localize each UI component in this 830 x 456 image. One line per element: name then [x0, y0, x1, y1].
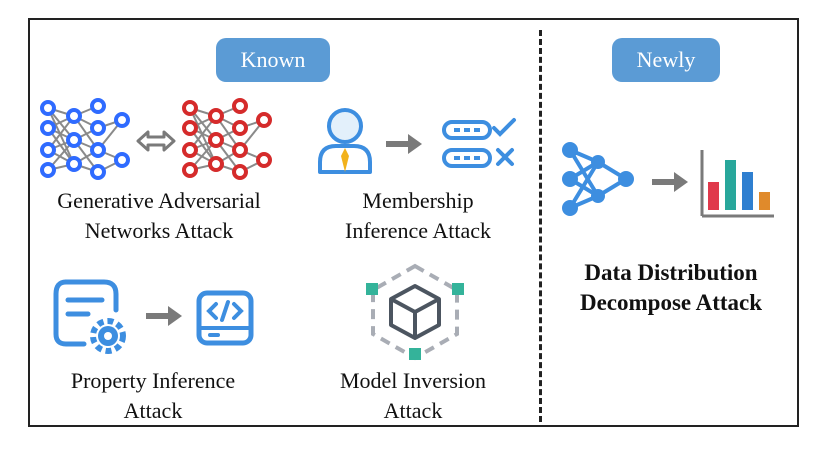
right-arrow-icon — [146, 306, 182, 326]
model-inversion-label: Model Inversion Attack — [339, 368, 487, 423]
property-attack-label: Property Inference Attack — [70, 368, 236, 423]
right-arrow-icon — [652, 172, 688, 192]
user-icon — [318, 108, 372, 174]
swap-arrows-icon — [136, 130, 176, 152]
code-monitor-icon — [196, 290, 254, 346]
neural-net-red-icon — [182, 98, 272, 180]
neural-net-icon — [562, 142, 634, 216]
neural-net-blue-icon — [40, 98, 130, 180]
newly-section-label: Newly — [612, 38, 720, 82]
known-section-label: Known — [216, 38, 330, 82]
new-attack-label: Data Distribution Decompose Attack — [579, 260, 763, 315]
section-divider — [539, 30, 542, 422]
check-list-icon — [442, 118, 516, 168]
diagram-frame — [28, 18, 799, 427]
bar-chart-icon — [700, 150, 774, 218]
document-gear-icon — [53, 279, 126, 354]
gan-attack-label: Generative Adversarial Networks Attack — [57, 188, 261, 243]
right-arrow-icon — [386, 134, 422, 154]
cube-hexagon-icon — [366, 263, 464, 361]
membership-attack-label: Membership Inference Attack — [345, 188, 491, 243]
